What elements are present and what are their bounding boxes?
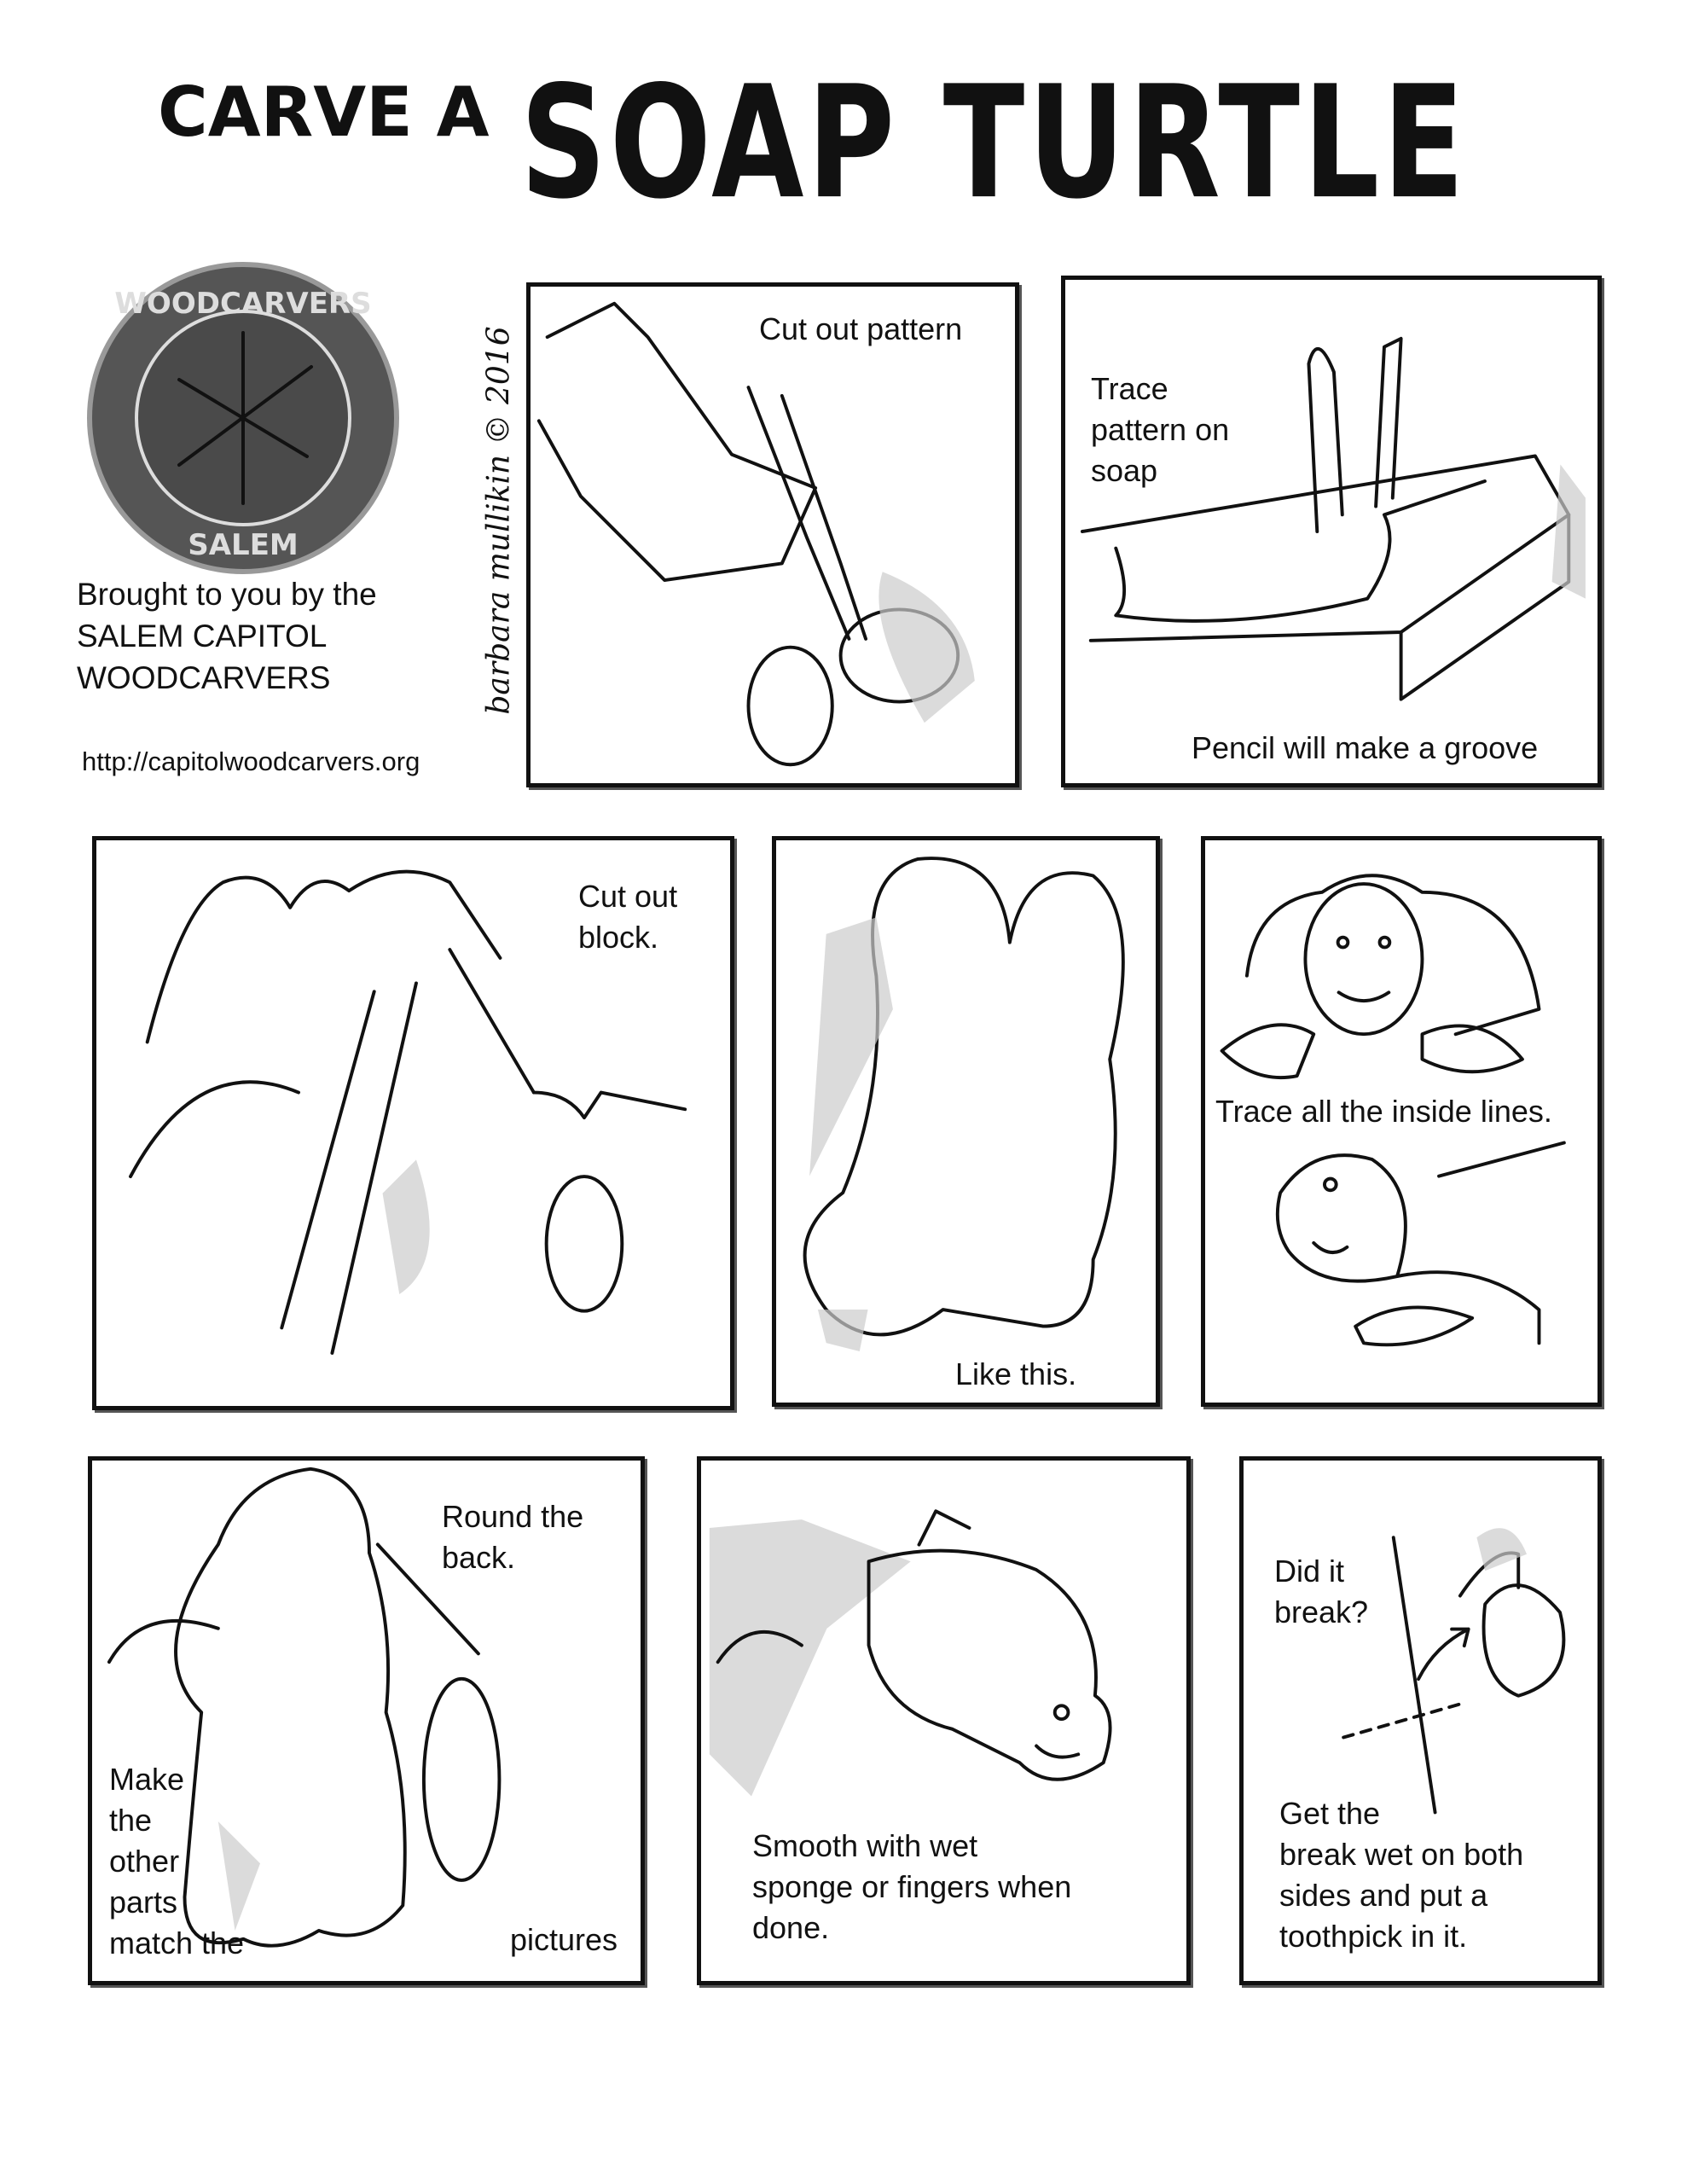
step-panel-trace-inside-lines: Trace all the inside lines. (1201, 836, 1602, 1407)
caption: toothpick in it. (1279, 1919, 1468, 1954)
caption: Cut out pattern (759, 311, 963, 346)
step-panel-fix-break: Did it break? Get the break wet on both … (1239, 1456, 1602, 1985)
turtle-faces-drawing (1220, 874, 1566, 1347)
caption: break wet on both (1279, 1837, 1524, 1872)
caption: block. (578, 920, 659, 955)
caption: Get the (1279, 1796, 1381, 1831)
cutting-block-drawing (129, 869, 687, 1355)
svg-text:SALEM: SALEM (188, 528, 299, 562)
step-panel-round-back: Round the back. Make the other parts mat… (88, 1456, 645, 1985)
caption: back. (442, 1540, 516, 1575)
trace-soap-drawing (1080, 336, 1586, 701)
website-link[interactable]: http://capitolwoodcarvers.org (82, 746, 420, 776)
caption: Did it (1274, 1554, 1345, 1589)
caption: Trace (1091, 371, 1168, 406)
credit-line: WOODCARVERS (77, 660, 331, 695)
credit-text: Brought to you by the SALEM CAPITOL WOOD… (77, 573, 377, 699)
caption: Trace all the inside lines. (1215, 1094, 1552, 1129)
caption: Cut out (578, 879, 678, 914)
svg-text:WOODCARVERS: WOODCARVERS (114, 287, 371, 321)
step-panel-cut-block: Cut out block. (92, 836, 734, 1410)
page-title: SOAP TURTLE (520, 53, 1468, 235)
scissors-drawing (536, 301, 975, 767)
capitol-woodcarvers-logo: WOODCARVERS SALEM (85, 260, 401, 576)
caption: sides and put a (1279, 1878, 1488, 1913)
caption: done. (752, 1910, 830, 1945)
step-panel-smooth: Smooth with wet sponge or fingers when d… (697, 1456, 1191, 1985)
caption: match the (109, 1926, 245, 1960)
caption: parts (109, 1885, 178, 1920)
crossed-carving-tools-icon (177, 331, 313, 505)
caption: pictures (510, 1922, 618, 1957)
step-panel-like-this: Like this. (772, 836, 1160, 1407)
caption: other (109, 1844, 180, 1879)
title-prefix: CARVE A (158, 73, 490, 152)
step-panel-trace-pattern: Trace pattern on soap Pencil will make a… (1061, 276, 1602, 787)
smoothing-turtle-drawing (709, 1509, 1112, 1797)
caption: break? (1274, 1594, 1369, 1629)
caption: Smooth with wet (752, 1828, 978, 1863)
caption: Pencil will make a groove (1192, 730, 1539, 765)
toothpick-repair-drawing (1342, 1528, 1566, 1815)
caption: sponge or fingers when (752, 1869, 1072, 1904)
artist-signature: barbara mullikin © 2016 (479, 282, 519, 759)
turtle-blank-drawing (803, 857, 1125, 1351)
signature-text: barbara mullikin © 2016 (481, 326, 517, 715)
caption: pattern on (1091, 412, 1230, 447)
credit-line: Brought to you by the (77, 577, 377, 612)
credit-line: SALEM CAPITOL (77, 619, 328, 653)
caption: Round the (442, 1499, 584, 1534)
caption: soap (1091, 453, 1158, 488)
caption: Like this. (955, 1356, 1077, 1391)
step-panel-cut-pattern: Cut out pattern (526, 282, 1019, 787)
caption: Make (109, 1762, 185, 1797)
rounding-turtle-drawing (107, 1467, 502, 1948)
caption: the (109, 1803, 153, 1838)
